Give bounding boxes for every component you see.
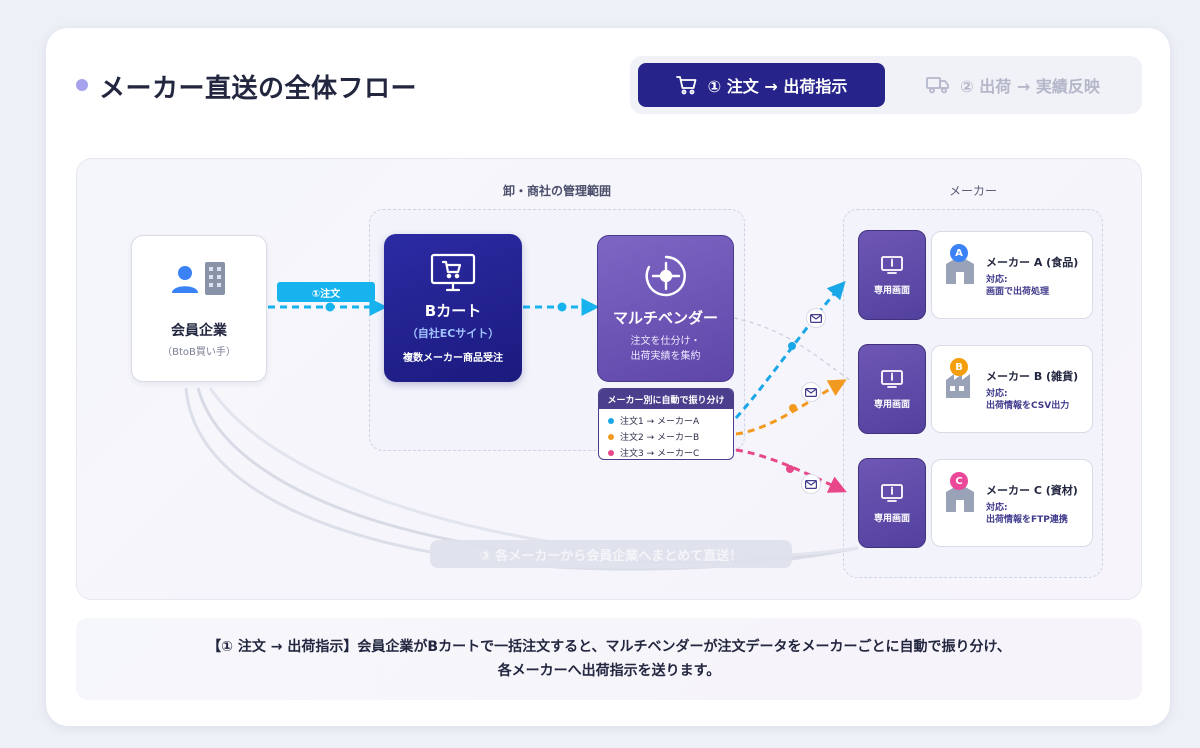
- tab-label: ② 出荷 → 実績反映: [960, 77, 1100, 96]
- multivendor-desc-line1: 注文を仕分け・: [630, 336, 701, 347]
- routing-dot: [608, 449, 614, 456]
- mail-icon: [806, 308, 826, 328]
- monitor-cart-icon: [430, 253, 476, 292]
- portal-screen-icon: [881, 483, 903, 502]
- bcart-name: Bカート: [424, 302, 482, 320]
- routing-dot: [608, 417, 614, 424]
- maker-a-portal[interactable]: 専用画面: [858, 230, 926, 320]
- flow-caption: 【① 注文 → 出荷指示】会員企業がBカートで一括注文すると、マルチベンダーが注…: [76, 618, 1142, 700]
- portal-screen-icon: [881, 369, 903, 388]
- maker-mode: 画面で出荷処理: [986, 287, 1050, 297]
- maker-name: メーカー A (食品): [986, 256, 1079, 269]
- order-tag: ①注文: [277, 282, 375, 302]
- portal-label: 専用画面: [873, 285, 910, 296]
- member-company-name: 会員企業: [171, 322, 227, 339]
- routing-row: 注文3 → メーカーC: [599, 445, 733, 459]
- routing-dot: [608, 433, 614, 440]
- maker-type-label: 対応:: [986, 275, 1008, 285]
- maker-mode: 出荷情報をFTP連携: [986, 515, 1068, 525]
- route-dot-b: [789, 404, 797, 412]
- flow-tabs: ① 注文 → 出荷指示 ② 出荷 → 実績反映: [630, 56, 1142, 114]
- caption-line-1: 【① 注文 → 出荷指示】会員企業がBカートで一括注文すると、マルチベンダーが注…: [207, 639, 1011, 655]
- routing-row-text: 注文3 → メーカーC: [620, 449, 700, 459]
- user-building-icon: [172, 261, 225, 295]
- member-company-sub: （BtoB買い手）: [162, 346, 236, 358]
- portal-label: 専用画面: [873, 513, 910, 524]
- maker-b-card[interactable]: B メーカー B (雑貨) 対応: 出荷情報をCSV出力: [931, 345, 1093, 433]
- factory-icon: [946, 374, 970, 398]
- multivendor-desc: 注文を仕分け・ 出荷実績を集約: [631, 334, 701, 364]
- mail-icon: [801, 382, 821, 402]
- portal-label: 専用画面: [873, 399, 910, 410]
- bcart-sub: （自社ECサイト）: [406, 327, 500, 340]
- routing-header: メーカー別に自動で振り分け: [599, 389, 733, 409]
- routing-panel: メーカー別に自動で振り分け 注文1 → メーカーA 注文2 → メーカーB 注文…: [598, 388, 734, 460]
- order-dot-1: [325, 302, 335, 312]
- member-company-node[interactable]: 会員企業 （BtoB買い手）: [131, 235, 267, 382]
- multivendor-node[interactable]: マルチベンダー 注文を仕分け・ 出荷実績を集約: [597, 235, 734, 382]
- multivendor-name: マルチベンダー: [612, 309, 718, 327]
- maker-badge: A: [950, 244, 968, 262]
- return-arc-middle: [196, 387, 859, 564]
- maker-type-label: 対応:: [986, 503, 1008, 513]
- return-shipping-label: ③ 各メーカーから会員企業へまとめて直送！: [430, 540, 792, 568]
- maker-mode: 出荷情報をCSV出力: [986, 401, 1070, 411]
- route-dot-c: [786, 465, 794, 473]
- return-arc-inner: [208, 387, 859, 558]
- route-arrow-a: [734, 281, 846, 419]
- routing-row-text: 注文1 → メーカーA: [620, 417, 700, 427]
- cart-icon: [675, 76, 697, 95]
- maker-c-card[interactable]: C メーカー C (資材) 対応: 出荷情報をFTP連携: [931, 459, 1093, 547]
- maker-name: メーカー C (資材): [986, 484, 1078, 497]
- truck-icon: [926, 77, 950, 94]
- maker-type-label: 対応:: [986, 389, 1008, 399]
- order-dot-2: [557, 302, 567, 312]
- routing-row-text: 注文2 → メーカーB: [620, 433, 700, 443]
- maker-region-label: メーカー: [948, 184, 997, 198]
- route-dot-a: [788, 342, 796, 350]
- maker-a-card[interactable]: A メーカー A (食品) 対応: 画面で出荷処理: [931, 231, 1093, 319]
- vendor-link-a: [733, 317, 851, 381]
- mail-icon: [801, 474, 821, 494]
- factory-icon: [946, 484, 974, 512]
- portal-screen-icon: [881, 255, 903, 274]
- maker-badge: B: [950, 358, 968, 376]
- tab-order-instruction[interactable]: ① 注文 → 出荷指示: [638, 63, 885, 107]
- tab-label: ① 注文 → 出荷指示: [707, 77, 848, 96]
- wholesaler-region-label: 卸・商社の管理範囲: [502, 184, 611, 198]
- maker-badge: C: [950, 472, 968, 490]
- routing-row: 注文1 → メーカーA: [599, 413, 733, 428]
- title-dot: [76, 79, 88, 91]
- page-title: メーカー直送の全体フロー: [99, 74, 418, 104]
- multivendor-desc-line2: 出荷実績を集約: [630, 351, 701, 362]
- bcart-desc: 複数メーカー商品受注: [403, 353, 503, 364]
- factory-icon: [946, 256, 974, 284]
- bcart-node[interactable]: Bカート （自社ECサイト） 複数メーカー商品受注: [384, 234, 522, 382]
- maker-c-portal[interactable]: 専用画面: [858, 458, 926, 548]
- maker-b-portal[interactable]: 専用画面: [858, 344, 926, 434]
- tab-shipment-results[interactable]: ② 出荷 → 実績反映: [892, 63, 1134, 107]
- route-arrow-c: [735, 448, 847, 493]
- hub-icon: [645, 255, 686, 297]
- routing-row: 注文2 → メーカーB: [599, 429, 733, 444]
- maker-name: メーカー B (雑貨): [986, 370, 1079, 383]
- caption-line-2: 各メーカーへ出荷指示を送ります。: [497, 663, 721, 679]
